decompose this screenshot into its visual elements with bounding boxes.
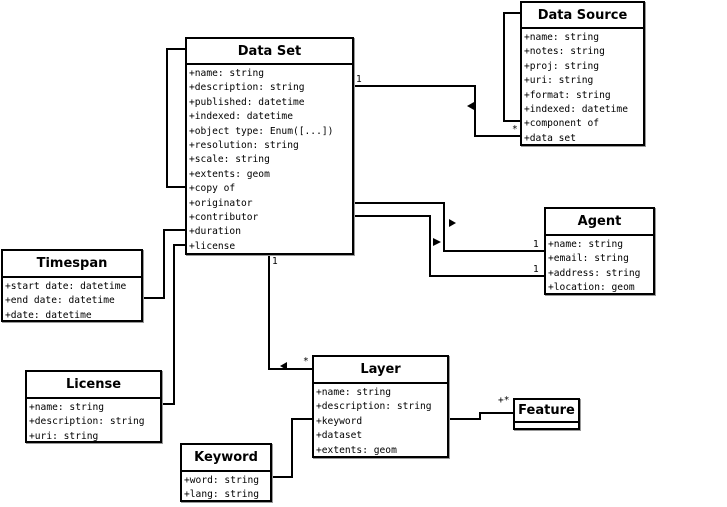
class-attributes: +name: string +description: string +keyw… xyxy=(314,384,447,458)
attribute: +indexed: datetime xyxy=(189,111,293,123)
class-attributes xyxy=(515,423,578,425)
assoc-dataset-agent-contributor xyxy=(353,215,545,277)
attribute: +lang: string xyxy=(184,489,260,501)
attribute: +proj: string xyxy=(524,60,600,72)
attribute: +object type: Enum([...]) xyxy=(189,125,334,137)
class-title: Data Source xyxy=(522,3,643,29)
assoc-dataset-timespan xyxy=(143,229,186,299)
attribute: +name: string xyxy=(548,239,624,250)
attribute: +license xyxy=(189,240,236,252)
attribute: +email: string xyxy=(548,253,629,265)
arrow-agent-contributor-icon xyxy=(433,238,441,246)
class-title: Feature xyxy=(515,400,578,423)
class-feature[interactable]: Feature xyxy=(513,398,580,430)
assoc-layer-feature xyxy=(448,412,514,420)
assoc-dataset-agent-originator xyxy=(353,202,545,252)
attribute: +name: string xyxy=(524,32,600,43)
arrow-agent-originator-icon xyxy=(449,219,456,227)
attribute: +end date: datetime xyxy=(5,295,115,307)
attribute: +name: string xyxy=(316,387,392,398)
attribute: +published: datetime xyxy=(189,96,305,108)
attribute: +copy of xyxy=(189,183,236,195)
attribute: +uri: string xyxy=(524,75,594,87)
multiplicity-dataset-datasource-from: 1 xyxy=(356,74,362,85)
class-title: Timespan xyxy=(3,251,141,278)
assoc-datasource-component-of xyxy=(503,12,521,122)
class-layer[interactable]: Layer +name: string +description: string… xyxy=(312,355,449,458)
attribute: +description: string xyxy=(29,416,145,428)
attribute: +indexed: datetime xyxy=(524,103,628,115)
class-title: License xyxy=(27,372,160,399)
class-attributes: +name: string +description: string +publ… xyxy=(187,65,352,254)
assoc-dataset-datasource xyxy=(353,85,521,137)
attribute: +location: geom xyxy=(548,282,635,294)
multiplicity-agent-contributor: 1 xyxy=(533,264,539,275)
multiplicity-dataset-datasource-to: * xyxy=(512,124,518,135)
attribute: +address: string xyxy=(548,267,641,279)
attribute: +start date: datetime xyxy=(5,281,127,292)
assoc-dataset-copy-of xyxy=(166,48,186,188)
multiplicity-layer-feature: +* xyxy=(498,395,510,406)
attribute: +description: string xyxy=(316,401,432,413)
attribute: +contributor xyxy=(189,211,259,223)
class-timespan[interactable]: Timespan +start date: datetime +end date… xyxy=(1,249,143,322)
attribute: +scale: string xyxy=(189,154,270,166)
class-attributes: +word: string +lang: string xyxy=(182,472,270,503)
attribute: +format: string xyxy=(524,89,611,101)
attribute: +name: string xyxy=(29,402,105,413)
class-license[interactable]: License +name: string +description: stri… xyxy=(25,370,162,443)
assoc-dataset-license xyxy=(161,244,186,405)
attribute: +uri: string xyxy=(29,430,99,442)
arrow-layer-icon xyxy=(280,362,287,370)
attribute: +keyword xyxy=(316,415,363,427)
multiplicity-dataset-layer-from: 1 xyxy=(272,256,278,267)
multiplicity-agent-originator: 1 xyxy=(533,239,539,250)
class-attributes: +name: string +description: string +uri:… xyxy=(27,399,160,444)
attribute: +resolution: string xyxy=(189,139,299,151)
class-attributes: +name: string +notes: string +proj: stri… xyxy=(522,29,643,146)
attribute: +description: string xyxy=(189,82,305,94)
multiplicity-dataset-layer-to: * xyxy=(303,356,309,367)
attribute: +name: string xyxy=(189,68,265,79)
attribute: +extents: geom xyxy=(189,168,270,180)
attribute: +date: datetime xyxy=(5,309,92,321)
attribute: +duration xyxy=(189,226,241,238)
assoc-dataset-layer xyxy=(268,254,313,370)
class-attributes: +name: string +email: string +address: s… xyxy=(546,236,653,296)
attribute: +word: string xyxy=(184,475,260,486)
class-keyword[interactable]: Keyword +word: string +lang: string xyxy=(180,443,272,502)
attribute: +originator xyxy=(189,197,253,209)
attribute: +extents: geom xyxy=(316,444,397,456)
class-title: Agent xyxy=(546,209,653,236)
attribute: +dataset xyxy=(316,430,363,442)
class-agent[interactable]: Agent +name: string +email: string +addr… xyxy=(544,207,655,295)
arrow-datasource-icon xyxy=(467,102,474,110)
assoc-layer-keyword xyxy=(271,418,313,478)
class-dataset[interactable]: Data Set +name: string +description: str… xyxy=(185,37,354,255)
class-datasource[interactable]: Data Source +name: string +notes: string… xyxy=(520,1,645,146)
attribute: +component of xyxy=(524,118,600,130)
class-title: Keyword xyxy=(182,445,270,472)
class-title: Layer xyxy=(314,357,447,384)
class-title: Data Set xyxy=(187,39,352,65)
attribute: +data set xyxy=(524,132,576,144)
class-attributes: +start date: datetime +end date: datetim… xyxy=(3,278,141,323)
attribute: +notes: string xyxy=(524,46,605,58)
